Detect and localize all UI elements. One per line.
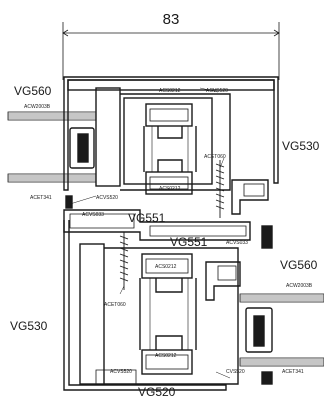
part-label-acs-lower-2: ACS0212 <box>155 353 177 359</box>
part-label-acvs-upper: ACVS520 <box>96 195 118 201</box>
profile-label-center-lower: VG551 <box>170 235 208 249</box>
part-label-acet-lower: ACET060 <box>104 302 126 308</box>
part-label-acw-top: ACW2003B <box>24 104 51 110</box>
part-label-acs-top-1: ACS0212 <box>159 88 181 94</box>
profile-label-left-lower: VG530 <box>10 319 48 333</box>
profile-label-center-upper: VG551 <box>128 211 166 225</box>
profile-label-right-middle: VG560 <box>280 258 318 272</box>
part-label-acet-upper: ACET060 <box>204 154 226 160</box>
part-label-acvs-top: ACVS520 <box>206 88 228 94</box>
part-label-acs-lower-1: ACS0212 <box>155 264 177 270</box>
profile-label-top-left: VG560 <box>14 84 52 98</box>
part-label-acvs-right: ACVS033 <box>226 240 248 246</box>
part-label-acs-top-2: ACS0212 <box>159 186 181 192</box>
part-label-acet341-lower: ACET341 <box>282 369 304 375</box>
overall-width-dimension: 83 <box>163 11 180 28</box>
profile-label-right-upper: VG530 <box>282 139 320 153</box>
part-label-acvs-bottom-left: ACVS520 <box>110 369 132 375</box>
part-label-acw-lower: ACW2003B <box>286 283 313 289</box>
profile-label-bottom: VG520 <box>138 385 176 398</box>
part-label-acvs-left: ACVS033 <box>82 212 104 218</box>
part-label-acvs-bottom-right: CVS520 <box>226 369 245 375</box>
part-label-acet341-upper: ACET341 <box>30 195 52 201</box>
